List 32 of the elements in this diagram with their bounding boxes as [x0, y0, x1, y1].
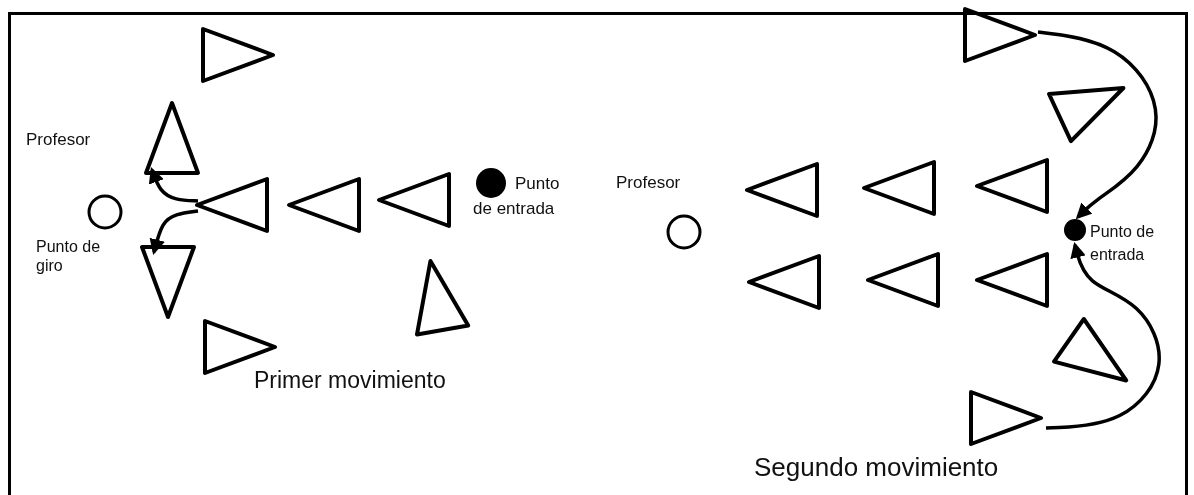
entry-point-dot [474, 166, 508, 200]
triangle-marker [140, 245, 196, 319]
triangle-marker [144, 101, 200, 175]
triangle-marker [287, 177, 361, 233]
triangle-marker [201, 27, 275, 83]
person-label: Profesor [616, 173, 681, 194]
point-label: Punto de giro [36, 237, 102, 276]
triangle-marker [862, 160, 936, 216]
caption-label: Segundo movimiento [754, 452, 999, 484]
entry-point-dot [1062, 217, 1088, 243]
triangle-marker [415, 258, 471, 336]
curved-arrow [1037, 30, 1158, 220]
triangle-marker [747, 254, 821, 310]
point-label: Punto de entrada [473, 173, 561, 220]
circle-marker [86, 193, 124, 231]
circle-marker [665, 213, 703, 251]
triangle-marker [745, 162, 819, 218]
triangle-marker [1052, 316, 1129, 383]
curved-arrow [148, 167, 199, 203]
point-label: Punto de entrada [1090, 222, 1156, 266]
person-label: Profesor [26, 130, 91, 151]
triangle-marker [866, 252, 940, 308]
triangle-marker [969, 390, 1043, 446]
triangle-marker [975, 252, 1049, 308]
caption-label: Primer movimiento [254, 367, 446, 395]
triangle-marker [963, 7, 1037, 63]
triangle-marker [377, 172, 451, 228]
triangle-marker [975, 158, 1049, 214]
triangle-marker [1047, 86, 1126, 144]
curved-arrow [1045, 241, 1161, 430]
triangle-marker [195, 177, 269, 233]
curved-arrow [149, 209, 199, 256]
